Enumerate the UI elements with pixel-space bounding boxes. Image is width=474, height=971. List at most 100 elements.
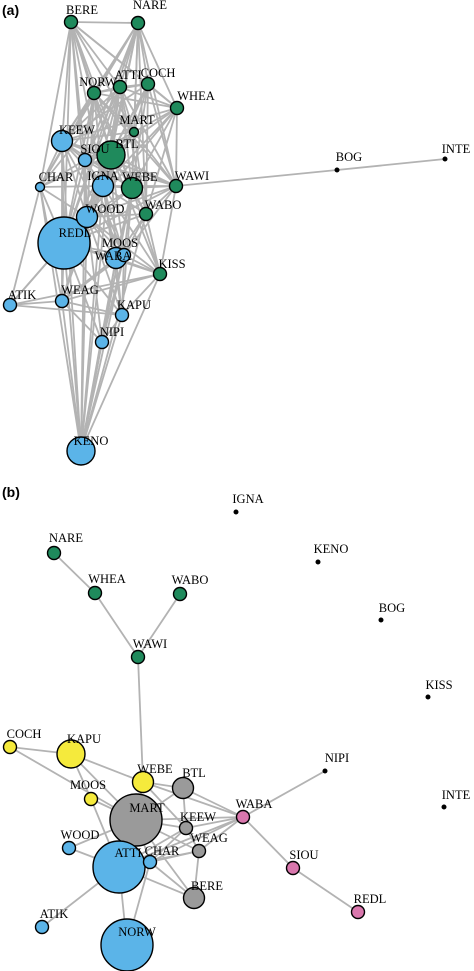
edge-whea-wawi bbox=[94, 592, 139, 658]
node-label-moos: MOOS bbox=[70, 778, 106, 792]
node-label-bere: BERE bbox=[191, 879, 223, 893]
edge-bere-nare bbox=[70, 21, 139, 24]
edge-kiss-weag bbox=[61, 273, 161, 302]
node-kapu bbox=[114, 307, 130, 323]
edge-webe-waba bbox=[142, 781, 244, 818]
panel-a-label: (a) bbox=[2, 2, 19, 18]
edge-webe-kiss bbox=[131, 187, 161, 275]
node-label-waba: WABA bbox=[236, 797, 273, 811]
edge-coch-webe bbox=[131, 83, 149, 189]
node-norw bbox=[100, 918, 154, 971]
edge-waba-keew bbox=[185, 816, 244, 829]
edge-keew-char bbox=[149, 827, 187, 863]
node-label-norw: NORW bbox=[118, 925, 156, 939]
panel-b-nodes bbox=[2, 509, 447, 971]
node-label-wood: WOOD bbox=[61, 828, 100, 842]
edge-kiss-kapu bbox=[121, 273, 161, 316]
node-label-whea: WHEA bbox=[177, 89, 215, 103]
node-norw bbox=[86, 85, 102, 101]
edge-mart-keew bbox=[61, 131, 135, 142]
node-label-moos: MOOS bbox=[102, 236, 138, 250]
node-label-char: CHAR bbox=[145, 844, 180, 858]
node-mart bbox=[128, 126, 140, 138]
node-label-keew: KEEW bbox=[180, 810, 216, 824]
node-label-kiss: KISS bbox=[425, 678, 452, 692]
node-siou bbox=[285, 860, 301, 876]
node-label-siou: SIOU bbox=[289, 848, 318, 862]
node-label-atti: ATTI bbox=[114, 68, 141, 82]
node-label-coch: COCH bbox=[7, 727, 42, 741]
node-webe bbox=[131, 770, 155, 794]
edge-wawi-wood bbox=[86, 185, 177, 218]
node-label-wabo: WABO bbox=[172, 573, 209, 587]
edge-char-atik bbox=[9, 186, 41, 306]
edge-atti-char bbox=[39, 86, 121, 188]
node-wood bbox=[61, 840, 77, 856]
node-label-coch: COCH bbox=[141, 66, 176, 80]
node-label-bere: BERE bbox=[66, 3, 98, 17]
node-label-igna: IGNA bbox=[87, 169, 118, 183]
node-label-siou: SIOU bbox=[80, 142, 109, 156]
node-siou bbox=[77, 152, 93, 168]
edge-siou-redl bbox=[292, 867, 359, 913]
node-label-webe: WEBE bbox=[137, 762, 173, 776]
node-coch bbox=[2, 739, 18, 755]
edge-btl-keno bbox=[80, 154, 112, 452]
edge-bog-inte bbox=[336, 158, 446, 171]
edge-wawi-bog bbox=[175, 169, 338, 187]
edge-wawi-moos bbox=[123, 185, 177, 256]
edge-atti-keew bbox=[61, 86, 121, 142]
node-label-kiss: KISS bbox=[158, 257, 185, 271]
edge-siou-char bbox=[39, 159, 86, 188]
edge-atti-siou bbox=[84, 86, 121, 161]
node-nare bbox=[130, 15, 146, 31]
edge-whea-igna bbox=[102, 107, 178, 187]
node-bere bbox=[182, 886, 206, 910]
node-moos bbox=[83, 791, 99, 807]
node-label-bog: BOG bbox=[336, 150, 362, 164]
edge-waba-siou bbox=[242, 816, 294, 869]
node-label-nare: NARE bbox=[49, 531, 83, 545]
panel-a-nodes bbox=[2, 14, 448, 466]
node-btl bbox=[171, 776, 195, 800]
edge-keew-wood bbox=[61, 140, 88, 218]
node-keno bbox=[66, 436, 96, 466]
edge-wabo-kiss bbox=[145, 213, 161, 275]
node-atti bbox=[112, 79, 128, 95]
node-wood bbox=[75, 205, 99, 229]
node-label-char: CHAR bbox=[39, 170, 74, 184]
node-label-wabo: WABO bbox=[145, 198, 182, 212]
node-label-mart: MART bbox=[119, 113, 155, 127]
node-label-nare: NARE bbox=[133, 0, 167, 12]
node-label-nipi: NIPI bbox=[325, 751, 349, 765]
node-igna bbox=[91, 174, 115, 198]
node-char bbox=[34, 181, 46, 193]
edge-waba-weag bbox=[198, 816, 244, 852]
node-label-mart: MART bbox=[129, 801, 165, 815]
node-bog bbox=[334, 167, 340, 173]
node-weag bbox=[191, 843, 207, 859]
node-label-btl: BTL bbox=[115, 137, 139, 151]
node-label-webe: WEBE bbox=[122, 170, 158, 184]
node-label-keno: KENO bbox=[314, 542, 349, 556]
edge-nare-whea bbox=[137, 22, 178, 109]
node-label-bog: BOG bbox=[379, 601, 405, 615]
edge-waba-nipi bbox=[242, 770, 326, 818]
node-label-weag: WEAG bbox=[61, 283, 99, 297]
node-label-norw: NORW bbox=[79, 75, 117, 89]
node-moos bbox=[116, 247, 132, 263]
node-wawi bbox=[130, 649, 146, 665]
edge-whea-wawi bbox=[175, 107, 178, 187]
node-waba bbox=[235, 809, 251, 825]
edge-atik-kapu bbox=[9, 304, 123, 316]
edge-whea-keew bbox=[61, 107, 178, 142]
node-label-whea: WHEA bbox=[88, 572, 126, 586]
edge-btl-waba bbox=[110, 154, 117, 259]
node-label-wawi: WAWI bbox=[133, 637, 167, 651]
node-whea bbox=[87, 585, 103, 601]
node-label-igna: IGNA bbox=[232, 492, 263, 506]
node-label-weag: WEAG bbox=[190, 831, 228, 845]
node-label-btl: BTL bbox=[182, 766, 206, 780]
